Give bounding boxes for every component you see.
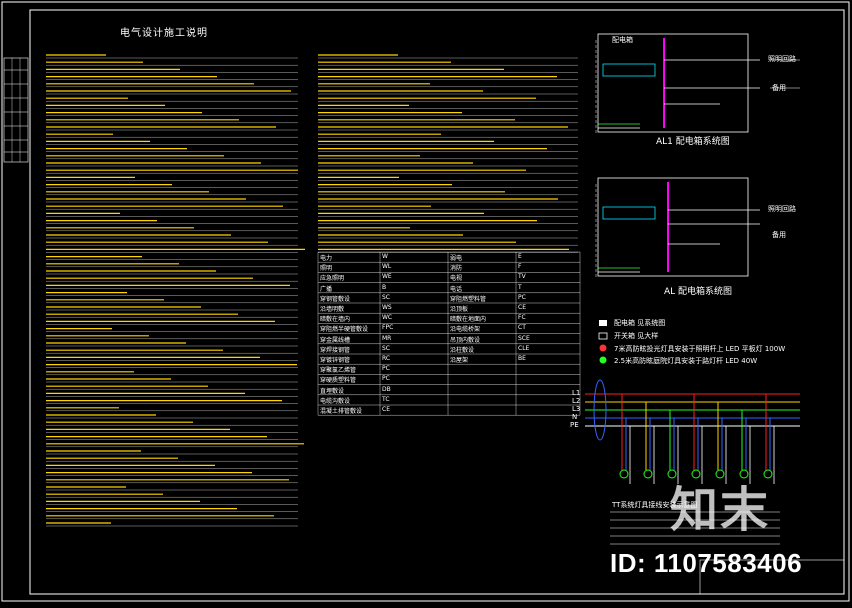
luminaire-icon <box>739 469 749 479</box>
table-cell: 电话 <box>450 285 463 293</box>
table-cell: 穿硬质塑料管 <box>320 377 357 385</box>
table-cell: MR <box>382 334 392 342</box>
table-cell: 沿墙明敷 <box>320 306 345 313</box>
table-cell: 吊顶内敷设 <box>450 336 481 344</box>
table-cell: FC <box>518 314 526 322</box>
table-cell: 电视 <box>450 275 463 283</box>
table-cell: 应急照明 <box>320 275 345 283</box>
table-cell: 沿柱敷设 <box>450 346 475 354</box>
luminaire-icon <box>715 469 725 479</box>
table-cell: BE <box>518 355 526 362</box>
luminaire-icon <box>763 469 773 479</box>
table-cell: WS <box>382 304 392 311</box>
table-cell: 穿阻燃半硬管敷设 <box>320 326 369 334</box>
table-cell: WE <box>382 273 392 281</box>
table-cell: F <box>518 263 522 271</box>
table-cell: SC <box>382 344 390 352</box>
table-cell: TV <box>518 273 526 281</box>
legend-item: 开关箱 见大样 <box>614 332 659 340</box>
panel1-title: AL1 配电箱系统图 <box>656 137 730 147</box>
table-cell: CT <box>518 324 526 332</box>
table-cell: 穿钢管敷设 <box>320 295 351 303</box>
table-cell: 沿电缆桥架 <box>450 326 481 334</box>
tt-system-wiring <box>585 379 800 545</box>
table-cell: 沿屋架 <box>450 357 469 364</box>
table-cell: FPC <box>382 324 394 332</box>
table-cell: 穿金属线槽 <box>320 336 351 344</box>
panel2-note: 备用 <box>772 231 786 239</box>
table-cell: W <box>382 253 388 260</box>
table-cell: DB <box>382 385 391 393</box>
watermark-logo: 知末 <box>670 482 771 538</box>
table-cell: 穿聚氯乙烯管 <box>320 367 357 375</box>
table-cell: SCE <box>518 334 530 342</box>
table-cell: 照明 <box>320 265 333 273</box>
watermark-id: ID: 1107583406 <box>610 548 803 578</box>
luminaire-icon <box>691 469 701 479</box>
table-cell: 穿阻燃塑料管 <box>450 295 487 303</box>
table-cell: 广播 <box>320 285 333 293</box>
symbol-table <box>317 251 581 416</box>
table-cell: PC <box>518 293 526 301</box>
legend-item: 7米高防眩投光灯具安装于照明杆上 LED 平板灯 100W <box>614 345 786 353</box>
page-title: 电气设计施工说明 <box>120 28 208 39</box>
table-cell: 穿焊接钢管 <box>320 346 351 354</box>
table-cell: E <box>518 253 522 260</box>
panel1-note: 照明回路 <box>768 55 796 63</box>
table-cell: 沿顶板 <box>450 306 469 313</box>
luminaire-icon <box>619 469 629 479</box>
table-cell: WC <box>382 314 393 322</box>
table-cell: CE <box>382 406 390 413</box>
tt-system-label: TT系统灯具接线安装示意图 <box>612 501 698 509</box>
panel2-note: 照明回路 <box>768 205 796 213</box>
phase-label: L1 <box>572 389 581 397</box>
table-cell: 消防 <box>450 265 463 273</box>
table-cell: T <box>518 283 522 291</box>
table-cell: 弱电 <box>450 255 463 262</box>
table-cell: PC <box>382 365 390 373</box>
table-cell: CLE <box>518 344 530 352</box>
luminaire-icon <box>667 469 677 479</box>
table-cell: 电缆沟敷设 <box>320 397 351 405</box>
legend-item: 2.5米高防眩庭院灯具安装于路灯杆 LED 40W <box>614 357 758 365</box>
legend-symbols <box>598 320 608 364</box>
luminaire-icon <box>643 469 653 479</box>
table-cell: 直埋敷设 <box>320 387 345 395</box>
table-cell: WL <box>382 263 392 271</box>
table-cell: 电力 <box>320 255 333 262</box>
table-cell: 暗敷在墙内 <box>320 316 351 324</box>
table-cell: SC <box>382 293 390 301</box>
table-cell: B <box>382 283 387 291</box>
panel1-note: 备用 <box>772 84 786 92</box>
revision-rail <box>3 57 29 163</box>
table-cell: RC <box>382 355 391 362</box>
table-cell: CE <box>518 304 526 311</box>
phase-label: N <box>572 413 578 421</box>
panel2-title: AL 配电箱系统图 <box>664 287 733 297</box>
design-notes-middle <box>318 54 578 253</box>
legend-item: 配电箱 见系统图 <box>614 319 666 327</box>
inner-frame <box>29 9 845 595</box>
design-notes-left <box>46 54 305 527</box>
panel1-note: 配电箱 <box>612 36 633 44</box>
table-cell: TC <box>382 395 390 403</box>
table-cell: 穿镀锌钢管 <box>320 357 351 364</box>
title-block <box>699 559 845 595</box>
phase-label: L2 <box>572 397 581 405</box>
panel2-diagram <box>595 177 760 278</box>
table-cell: 暗敷在地面内 <box>450 316 487 324</box>
phase-label: PE <box>570 421 579 429</box>
table-cell: 混凝土排管敷设 <box>320 408 363 415</box>
table-cell: PC <box>382 375 390 383</box>
phase-label: L3 <box>572 405 581 413</box>
panel1-diagram <box>595 33 800 134</box>
